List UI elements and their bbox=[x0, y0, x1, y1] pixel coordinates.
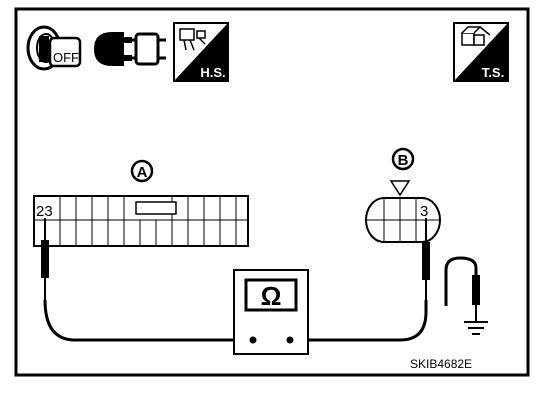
connector-a-label: A bbox=[130, 159, 154, 183]
connector-b-label: B bbox=[391, 147, 415, 171]
svg-text:B: B bbox=[398, 152, 409, 169]
ohmmeter-icon: Ω bbox=[233, 269, 309, 355]
ohmmeter-symbol: Ω bbox=[261, 281, 282, 311]
connector-b-pin: 3 bbox=[420, 203, 428, 220]
connector-b: 3 bbox=[365, 180, 441, 243]
probe-a bbox=[41, 218, 49, 300]
test-lead-b bbox=[290, 300, 428, 342]
hs-badge-text: H.S. bbox=[200, 65, 225, 80]
connector-a: 23 bbox=[33, 195, 249, 247]
test-lead-a bbox=[43, 299, 252, 342]
ground-icon bbox=[464, 321, 488, 335]
ignition-key-off-icon: OFF bbox=[26, 25, 82, 71]
terminal-side-icon: T.S. bbox=[453, 22, 509, 82]
ts-badge-text: T.S. bbox=[482, 65, 504, 80]
figure-id: SKIB4682E bbox=[410, 357, 472, 371]
connector-a-pin: 23 bbox=[36, 203, 53, 220]
ground-lead bbox=[444, 256, 480, 322]
ignition-key-text: OFF bbox=[53, 50, 79, 65]
probe-b bbox=[422, 218, 430, 300]
svg-text:A: A bbox=[137, 164, 148, 181]
connector-disconnect-icon bbox=[94, 32, 166, 66]
harness-side-icon: H.S. bbox=[173, 22, 229, 82]
